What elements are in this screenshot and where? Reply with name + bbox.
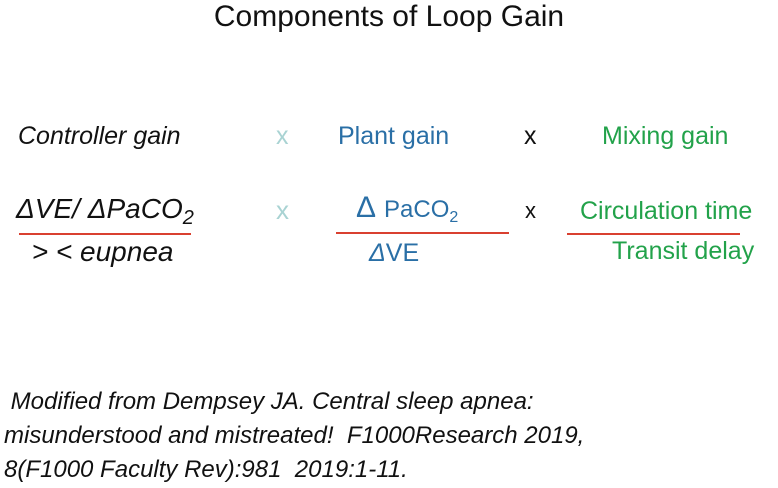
controller-numerator-text: ΔVE/ ΔPaCO — [16, 193, 183, 224]
diagram-title: Components of Loop Gain — [213, 0, 565, 33]
plant-numerator-subscript: 2 — [449, 209, 459, 226]
plant-denominator-delta: Δ — [369, 239, 386, 267]
citation: Modified from Dempsey JA. Central sleep … — [4, 385, 584, 487]
controller-numerator-subscript: 2 — [182, 207, 194, 229]
mixing-gain-label: Mixing gain — [602, 122, 729, 150]
controller-fraction-line — [19, 233, 191, 235]
plant-denominator-text: VE — [385, 239, 420, 267]
citation-line-3: 8(F1000 Faculty Rev):981 2019:1-11. — [4, 456, 408, 483]
citation-line-2: misunderstood and mistreated! F1000Resea… — [4, 422, 585, 449]
controller-gain-denominator: > < eupnea — [24, 236, 174, 267]
plant-gain-numerator: Δ PaCO2 — [356, 192, 458, 226]
multiply-sign-2: x — [524, 122, 537, 150]
plant-numerator-text: PaCO — [384, 196, 450, 223]
mixing-gain-numerator: Circulation time — [580, 197, 753, 225]
controller-gain-numerator: ΔVE/ ΔPaCO2 — [16, 193, 194, 228]
multiply-sign-1: x — [276, 122, 289, 150]
plant-gain-denominator: ΔVE — [369, 238, 419, 268]
plant-gain-label: Plant gain — [338, 122, 450, 150]
multiply-sign-formula-1: x — [276, 195, 289, 225]
mixing-fraction-line — [567, 233, 740, 235]
mixing-gain-denominator: Transit delay — [612, 237, 755, 265]
multiply-sign-formula-2: x — [525, 198, 536, 223]
citation-line-1: Modified from Dempsey JA. Central sleep … — [4, 388, 534, 415]
plant-numerator-delta: Δ — [356, 191, 377, 224]
controller-gain-label: Controller gain — [18, 122, 181, 150]
plant-fraction-line — [336, 232, 509, 234]
